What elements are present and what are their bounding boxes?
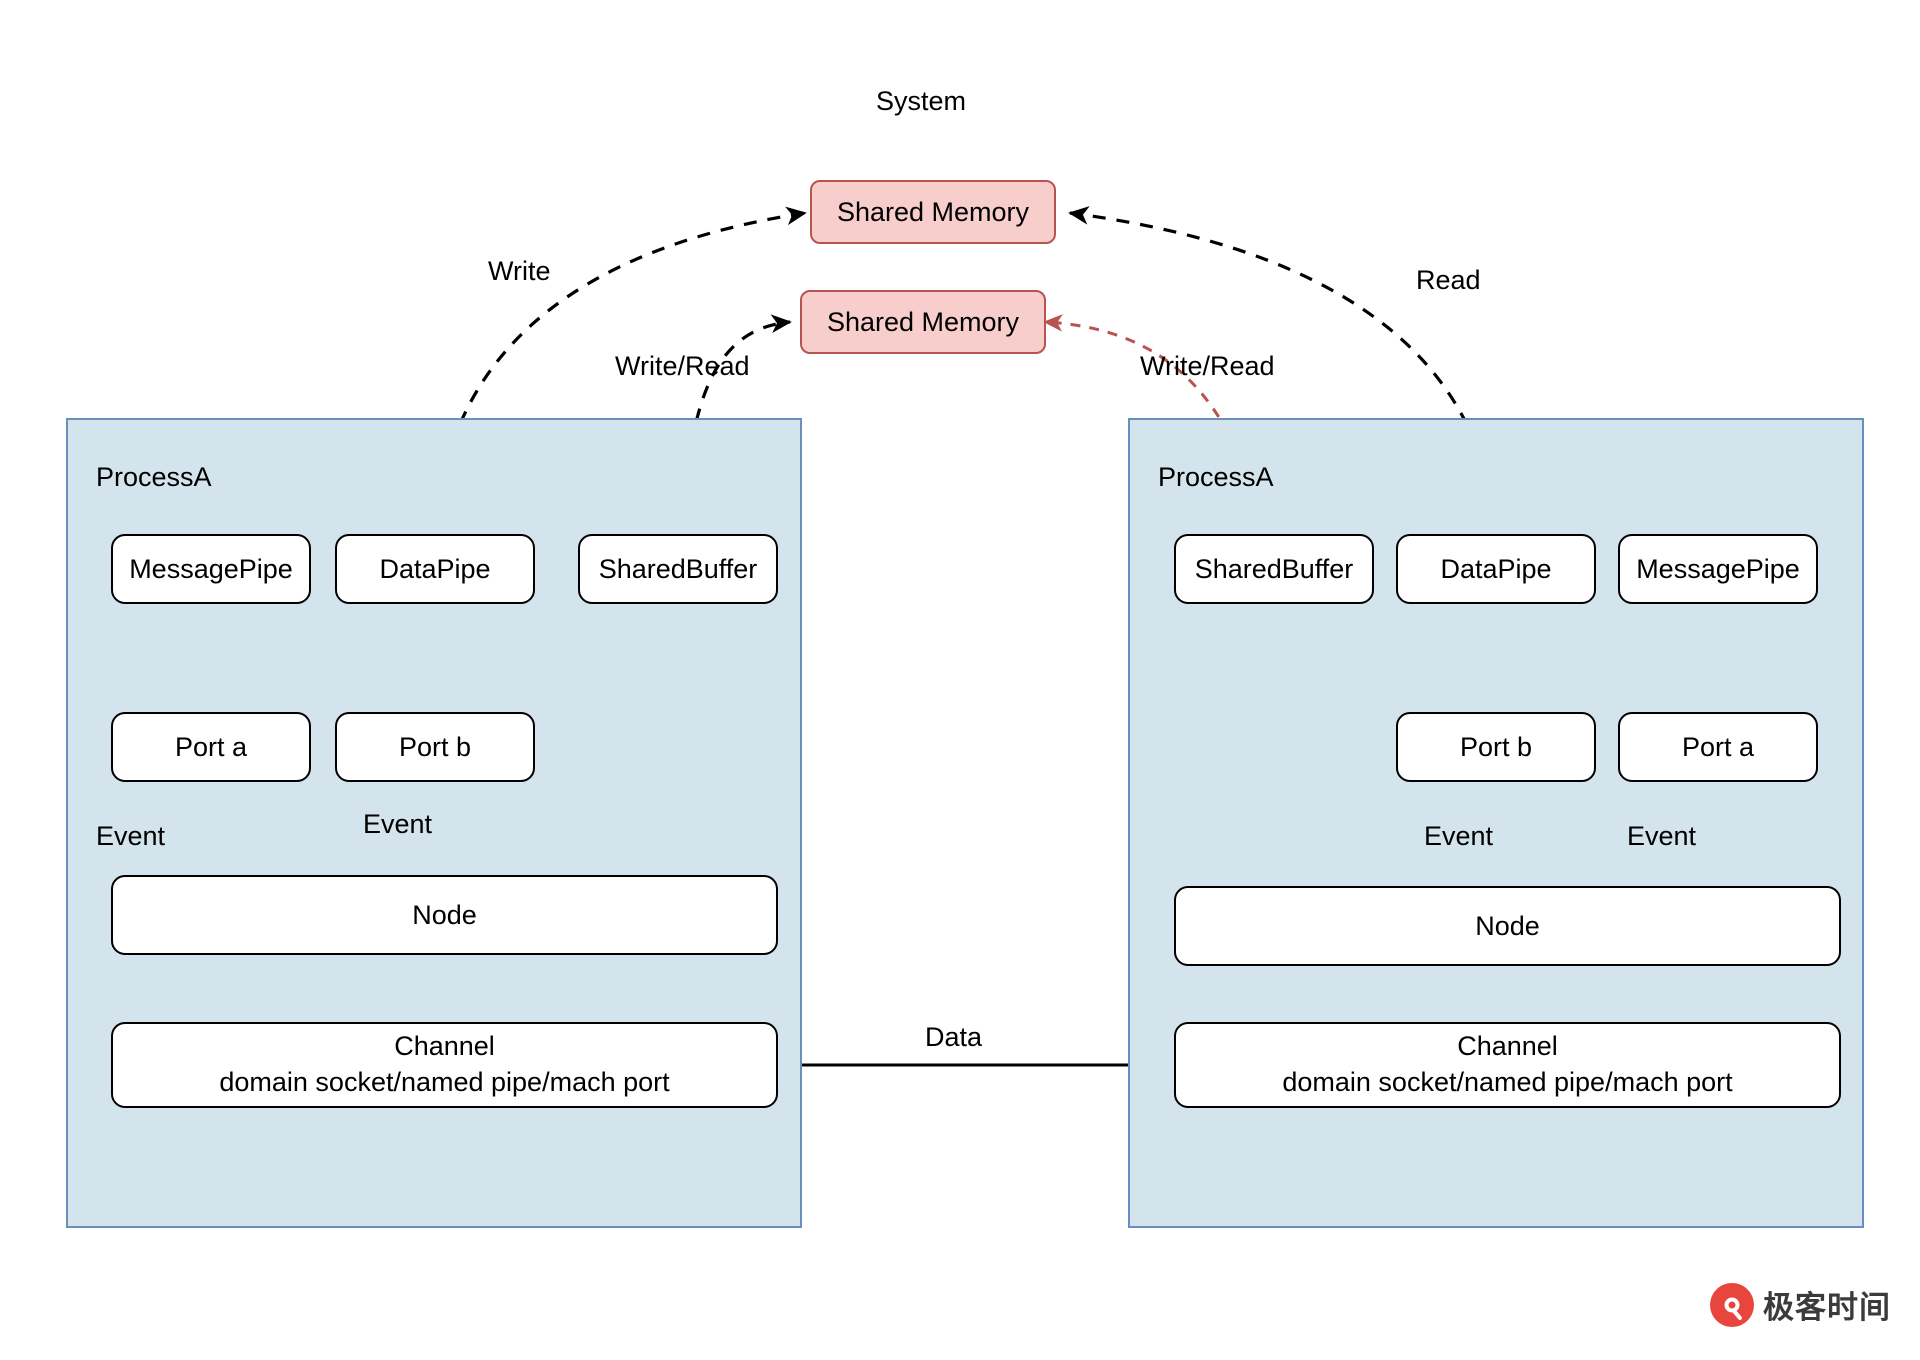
node-box-left[interactable]: Node [111, 875, 778, 955]
edge-label-write-read-right: Write/Read [1140, 351, 1275, 381]
channel-title-right: Channel [1457, 1031, 1558, 1062]
event-label-right-1: Event [1424, 821, 1494, 851]
event-label-left-1: Event [96, 821, 166, 851]
node-box-right[interactable]: Node [1174, 886, 1841, 966]
channel-subtitle-left: domain socket/named pipe/mach port [219, 1067, 670, 1097]
port-box-a-right[interactable]: Port a [1618, 712, 1818, 782]
system-label: System [876, 86, 967, 116]
channel-subtitle-right: domain socket/named pipe/mach port [1282, 1067, 1733, 1097]
pipe-box-sharedbuffer-right[interactable]: SharedBuffer [1174, 534, 1374, 604]
data-label: Data [925, 1022, 983, 1052]
port-box-b-left[interactable]: Port b [335, 712, 535, 782]
shared-memory-box-2[interactable]: Shared Memory [800, 290, 1046, 354]
event-label-left-2: Event [363, 809, 433, 839]
shared-memory-box-1[interactable]: Shared Memory [810, 180, 1056, 244]
pipe-box-messagepipe-right[interactable]: MessagePipe [1618, 534, 1818, 604]
port-box-a-left[interactable]: Port a [111, 712, 311, 782]
process-title-left: ProcessA [96, 462, 212, 492]
geekbang-logo-icon [1710, 1282, 1754, 1327]
watermark: 极客时间 [1710, 1282, 1891, 1327]
pipe-box-sharedbuffer-left[interactable]: SharedBuffer [578, 534, 778, 604]
channel-box-right[interactable]: Channel domain socket/named pipe/mach po… [1174, 1022, 1841, 1108]
pipe-box-datapipe-left[interactable]: DataPipe [335, 534, 535, 604]
edge-label-write: Write [488, 256, 551, 286]
channel-title-left: Channel [394, 1031, 495, 1062]
watermark-text: 极客时间 [1763, 1290, 1891, 1325]
port-box-b-right[interactable]: Port b [1396, 712, 1596, 782]
pipe-box-datapipe-right[interactable]: DataPipe [1396, 534, 1596, 604]
event-label-right-2: Event [1627, 821, 1697, 851]
edge-label-write-read-left: Write/Read [615, 351, 750, 381]
edge-label-read: Read [1416, 265, 1481, 295]
process-title-right: ProcessA [1158, 462, 1274, 492]
pipe-box-messagepipe-left[interactable]: MessagePipe [111, 534, 311, 604]
channel-box-left[interactable]: Channel domain socket/named pipe/mach po… [111, 1022, 778, 1108]
